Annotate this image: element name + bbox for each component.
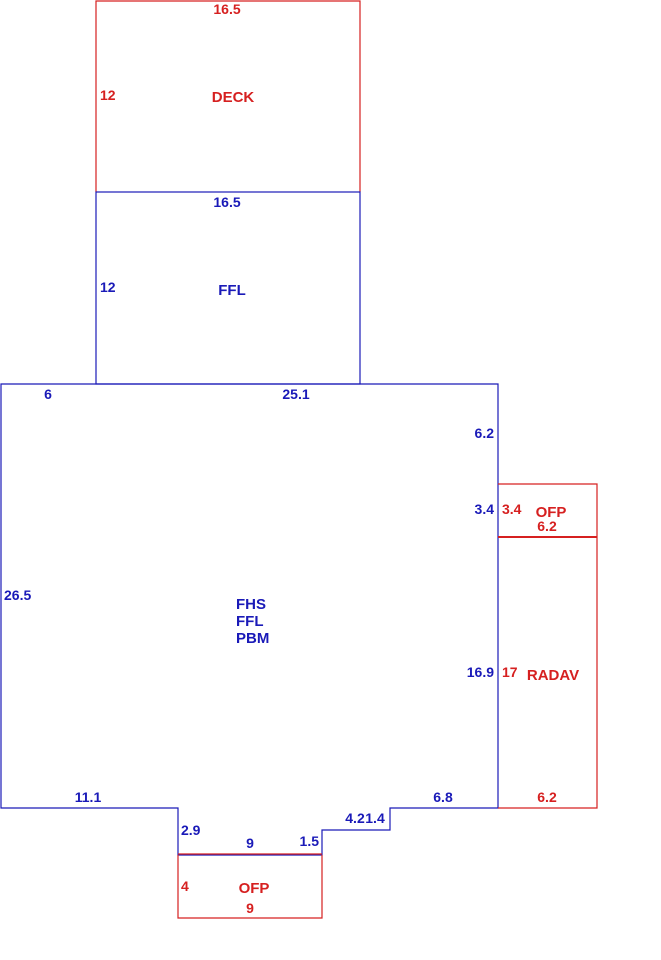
main-top-left-dim: 6 (44, 386, 52, 402)
deck-top-dim: 16.5 (213, 1, 240, 17)
side-ofp-outline (498, 483, 598, 538)
main-left-dim: 26.5 (4, 587, 31, 603)
upper-ffl-top-dim: 16.5 (213, 194, 240, 210)
side-ofp-area: 3.4 OFP 6.2 (498, 483, 598, 538)
radav-area: 17 RADAV 6.2 (498, 538, 598, 809)
main-area: 6 25.1 26.5 6.2 3.4 16.9 FHS FFL PBM 11.… (0, 383, 499, 856)
main-label-fhs: FHS (236, 596, 266, 613)
main-notch-bottom-dim: 9 (246, 835, 254, 851)
main-right-lower-dim: 16.9 (467, 664, 494, 680)
upper-ffl-area: 16.5 12 FFL (95, 191, 361, 385)
main-bottom-left-dim: 11.1 (75, 789, 102, 805)
radav-outline (498, 538, 598, 809)
bottom-ofp-bottom-dim: 9 (246, 900, 254, 916)
bottom-ofp-outline (177, 855, 323, 919)
main-bottom-right-dim: 6.8 (433, 789, 453, 805)
deck-label: DECK (212, 89, 255, 106)
main-step-height-dim: 1.4 (365, 810, 385, 826)
main-label-ffl: FFL (236, 613, 264, 630)
main-notch-right-dim: 1.5 (300, 833, 320, 849)
deck-outline (95, 0, 361, 192)
main-outline (0, 383, 499, 856)
radav-label: RADAV (527, 667, 579, 684)
bottom-ofp-side-dim: 4 (181, 878, 189, 894)
upper-ffl-label: FFL (218, 282, 246, 299)
bottom-ofp-area: 4 OFP 9 (177, 853, 323, 919)
main-label-pbm: PBM (236, 630, 269, 647)
upper-ffl-side-dim: 12 (100, 279, 116, 295)
radav-side-dim: 17 (502, 664, 518, 680)
main-notch-left-dim: 2.9 (181, 822, 201, 838)
main-top-right-dim: 25.1 (282, 386, 309, 402)
side-ofp-bottom-dim: 6.2 (537, 518, 557, 534)
bottom-ofp-label: OFP (239, 880, 270, 897)
deck-side-dim: 12 (100, 87, 116, 103)
main-right-upper-dim: 6.2 (475, 425, 495, 441)
deck-area: 16.5 12 DECK (95, 0, 361, 192)
main-right-mid-dim: 3.4 (475, 501, 495, 517)
radav-bottom-dim: 6.2 (537, 789, 557, 805)
main-step-width-dim: 4.2 (345, 810, 365, 826)
side-ofp-label: OFP (536, 504, 567, 521)
side-ofp-side-dim: 3.4 (502, 501, 522, 517)
